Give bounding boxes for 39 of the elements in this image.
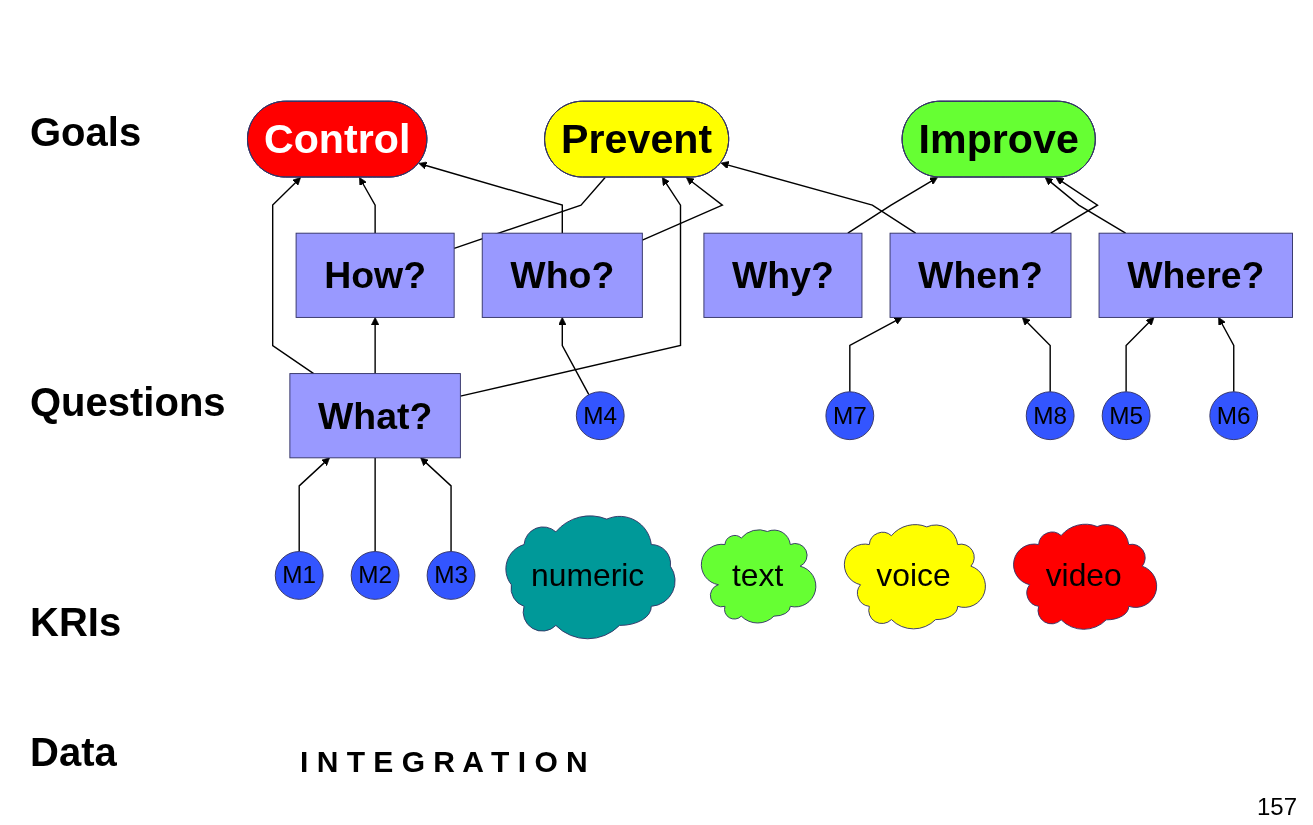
arrow xyxy=(1125,317,1155,393)
row-heading: Goals xyxy=(30,110,142,155)
arrow xyxy=(558,317,590,396)
arrow xyxy=(847,177,938,234)
node-circle: M6 xyxy=(1209,391,1259,441)
arrow xyxy=(1021,317,1051,393)
node-circle: M4 xyxy=(575,391,625,441)
node-circle: M3 xyxy=(426,551,476,600)
node-circle: M2 xyxy=(350,551,400,600)
node-box: How? xyxy=(295,232,455,318)
connector xyxy=(453,176,606,250)
node-box: Where? xyxy=(1098,232,1293,318)
row-heading: KRIs xyxy=(30,600,122,645)
row-heading: Questions xyxy=(30,380,226,425)
arrow xyxy=(641,177,724,241)
node-circle: M8 xyxy=(1025,391,1075,441)
arrow xyxy=(272,177,315,375)
arrow xyxy=(1044,177,1127,234)
node-circle: M7 xyxy=(825,391,875,441)
connector xyxy=(374,457,376,553)
page-number: 157 xyxy=(1256,793,1297,821)
spaced-word: I N T E G R A T I O N xyxy=(300,745,588,779)
node-box: What? xyxy=(289,373,461,459)
row-heading: Data xyxy=(30,730,117,775)
node-box: Who? xyxy=(481,232,643,318)
arrow xyxy=(849,317,903,393)
node-box: When? xyxy=(889,232,1072,318)
arrow xyxy=(371,317,380,375)
arrow xyxy=(720,161,917,234)
node-box: Why? xyxy=(703,232,863,318)
arrow xyxy=(298,457,330,553)
arrow xyxy=(459,177,682,397)
node-circle: M5 xyxy=(1101,391,1151,441)
arrow xyxy=(1050,177,1099,234)
arrow xyxy=(420,457,452,553)
arrow xyxy=(1218,317,1235,393)
arrow xyxy=(359,177,376,234)
arrow xyxy=(418,161,563,234)
node-circle: M1 xyxy=(274,551,324,600)
